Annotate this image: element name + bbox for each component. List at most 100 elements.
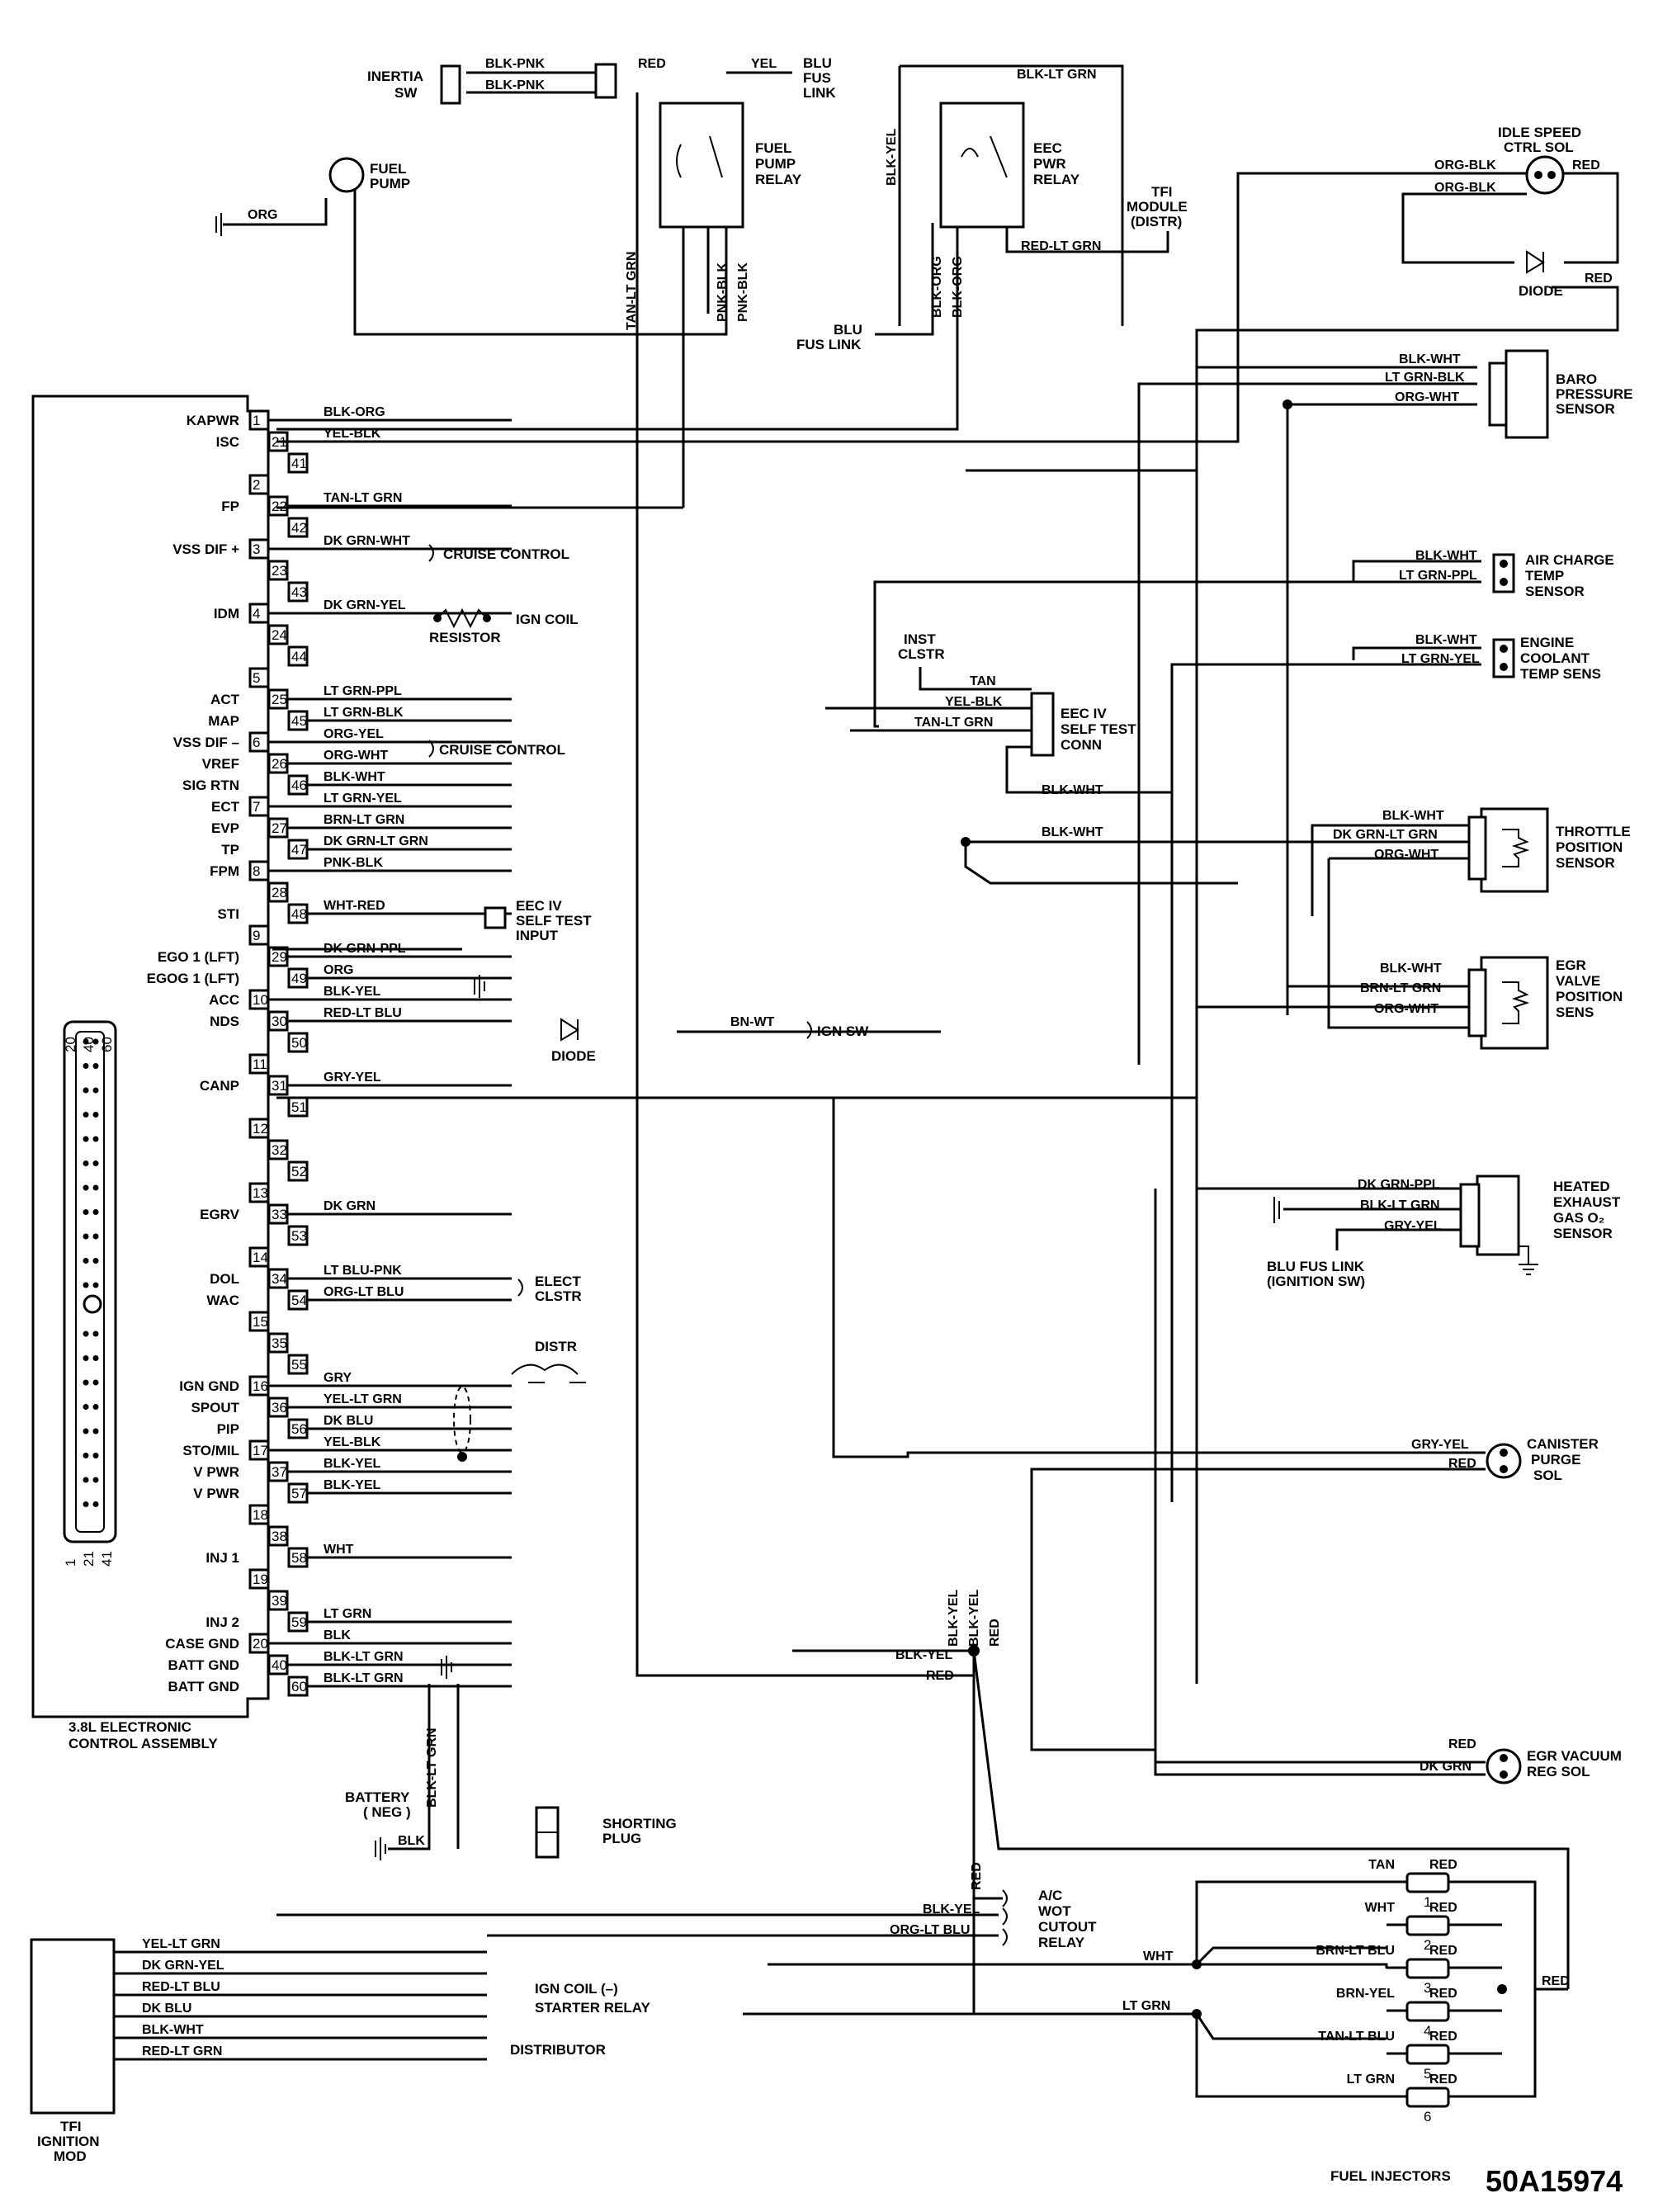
pin-number: 48 <box>291 906 307 922</box>
injector-body <box>1405 2001 1450 2022</box>
wire-blk-wht-act: BLK-WHT <box>1415 549 1477 563</box>
pin-dot <box>83 1331 89 1337</box>
pin-box <box>267 1590 289 1611</box>
wire-tan: TAN <box>970 674 996 688</box>
throttle-position-sensor: THROTTLE POSITION SENSOR BLK-WHT DK GRN-… <box>961 807 1631 893</box>
evp-label-2: VALVE <box>1556 973 1600 989</box>
canister-label-3: SOL <box>1533 1468 1562 1483</box>
pin-dot <box>92 1184 99 1191</box>
signal-label: INJ 1 <box>205 1550 239 1566</box>
pin-dot <box>83 1136 89 1142</box>
pin-dot <box>83 1355 89 1361</box>
wire-dk-grn-ppl-hego: DK GRN-PPL <box>1358 1178 1440 1192</box>
pin-box <box>248 1246 270 1268</box>
idle-speed-sol-body <box>1525 155 1565 195</box>
wire-org-blk-2: ORG-BLK <box>1434 181 1496 195</box>
pin-number: 4 <box>253 606 260 622</box>
heated-exhaust-gas-sensor: HEATED EXHAUST GAS O₂ SENSOR DK GRN-PPL … <box>1267 1175 1621 1289</box>
wire-red-ac: RED <box>970 1862 984 1890</box>
wire-color-label: LT BLU-PNK <box>324 1264 402 1278</box>
wire-color-label: BLK <box>324 1628 351 1642</box>
wire-color-label: TAN-LT GRN <box>324 491 402 505</box>
signal-label: BATT GND <box>168 1679 239 1694</box>
pin-dot <box>83 1404 89 1410</box>
figure-code: 50A15974 <box>1486 2164 1623 2198</box>
tfi-label-2: IGNITION <box>37 2134 100 2149</box>
wire-pnk-blk-1: PNK-BLK <box>716 262 730 322</box>
injector-body <box>1405 1915 1450 1936</box>
eec-pwr-relay-label-1: EEC <box>1033 140 1062 156</box>
wire-color-label: BLK-YEL <box>324 1478 381 1492</box>
pin-dot <box>83 1282 89 1288</box>
wire-color-label: YEL-BLK <box>324 1435 381 1449</box>
injector-body <box>1405 1872 1450 1893</box>
pin-number: 14 <box>253 1250 268 1265</box>
ign-coil-label: IGN COIL <box>516 612 579 627</box>
wire-blk-wht-ect: BLK-WHT <box>1415 633 1477 647</box>
fuel-pump-relay-label-1: FUEL <box>755 140 791 156</box>
pin-number: 11 <box>253 1056 267 1072</box>
wire-org-lt-blu-ac: ORG-LT BLU <box>890 1923 970 1937</box>
misc-components: CRUISE CONTROL CRUISE CONTROL RESISTOR I… <box>345 544 869 1860</box>
fuel-pump-relay-body <box>659 102 744 229</box>
blu-fus-link-top-2: FUS <box>803 70 831 86</box>
act-label-2: TEMP <box>1525 568 1564 584</box>
fuel-pump-label-1: FUEL <box>370 161 406 177</box>
signal-label: EGO 1 (LFT) <box>158 949 239 965</box>
pin-number: 47 <box>291 842 307 858</box>
pin-box <box>287 452 309 474</box>
pin-number: 46 <box>291 778 307 793</box>
pin-number: 43 <box>291 584 307 600</box>
signal-label: V PWR <box>193 1486 239 1501</box>
wire-red-isc: RED <box>1572 158 1600 173</box>
blu-fus-link-ign-1: BLU FUS LINK <box>1267 1259 1365 1274</box>
idle-speed-label-2: CTRL SOL <box>1504 139 1574 155</box>
pin-number: 55 <box>291 1357 307 1373</box>
signal-label: EGOG 1 (LFT) <box>147 971 239 986</box>
egr-vac-label-2: REG SOL <box>1527 1764 1590 1780</box>
wire-red-top: RED <box>638 57 666 71</box>
ac-wot-cutout-relay: A/C WOT CUTOUT RELAY BLK-YEL ORG-LT BLU <box>890 1888 1097 2014</box>
pin-number: 27 <box>272 820 287 836</box>
wire-lt-grn-ppl-act: LT GRN-PPL <box>1399 569 1477 583</box>
injector-wire-label: TAN-LT BLU <box>1318 2030 1395 2044</box>
canister-purge-body <box>1486 1443 1522 1479</box>
injector-number: 1 <box>1424 1894 1431 1910</box>
ac-relay-label-2: WOT <box>1038 1903 1071 1919</box>
wire-red-inj: RED <box>1542 1974 1570 1988</box>
egr-vacuum-reg-sol: EGR VACUUM REG SOL RED DK GRN <box>1154 1189 1622 1784</box>
ac-relay-label-3: CUTOUT <box>1038 1919 1097 1935</box>
canister-label-2: PURGE <box>1531 1452 1580 1468</box>
pin-number: 26 <box>272 756 287 772</box>
hego-label-4: SENSOR <box>1553 1226 1613 1241</box>
pin-number: 3 <box>253 541 260 557</box>
ect-label-2: COOLANT <box>1520 650 1590 666</box>
tfi-module-label-2: MODULE <box>1127 199 1188 215</box>
wire-org-wht-baro: ORG-WHT <box>1395 390 1459 404</box>
fuel-injectors-label: FUEL INJECTORS <box>1330 2168 1451 2184</box>
signal-label: VREF <box>202 756 239 772</box>
injector-body <box>1405 1958 1450 1979</box>
ecu-title-line1: 3.8L ELECTRONIC <box>68 1719 191 1735</box>
pin-number: 20 <box>253 1636 268 1652</box>
eec-pwr-relay-label-3: RELAY <box>1033 172 1080 187</box>
wire-color-label: LT GRN-PPL <box>324 684 402 698</box>
pin-box <box>248 1182 270 1203</box>
injector-number: 3 <box>1424 1980 1431 1996</box>
eec-pwr-relay-label-2: PWR <box>1033 156 1066 172</box>
wire-color-label: GRY-YEL <box>324 1071 381 1085</box>
self-test-input-2: SELF TEST <box>516 913 592 929</box>
pin-number: 17 <box>253 1443 268 1458</box>
battery-label-1: BATTERY <box>345 1789 410 1805</box>
tfi-wire-label: DK GRN-YEL <box>142 1959 224 1973</box>
evp-label-1: EGR <box>1556 957 1586 973</box>
injector-wire-label: LT GRN <box>1347 2073 1395 2087</box>
pin-dot <box>83 1501 89 1507</box>
pin-number: 12 <box>253 1121 268 1137</box>
